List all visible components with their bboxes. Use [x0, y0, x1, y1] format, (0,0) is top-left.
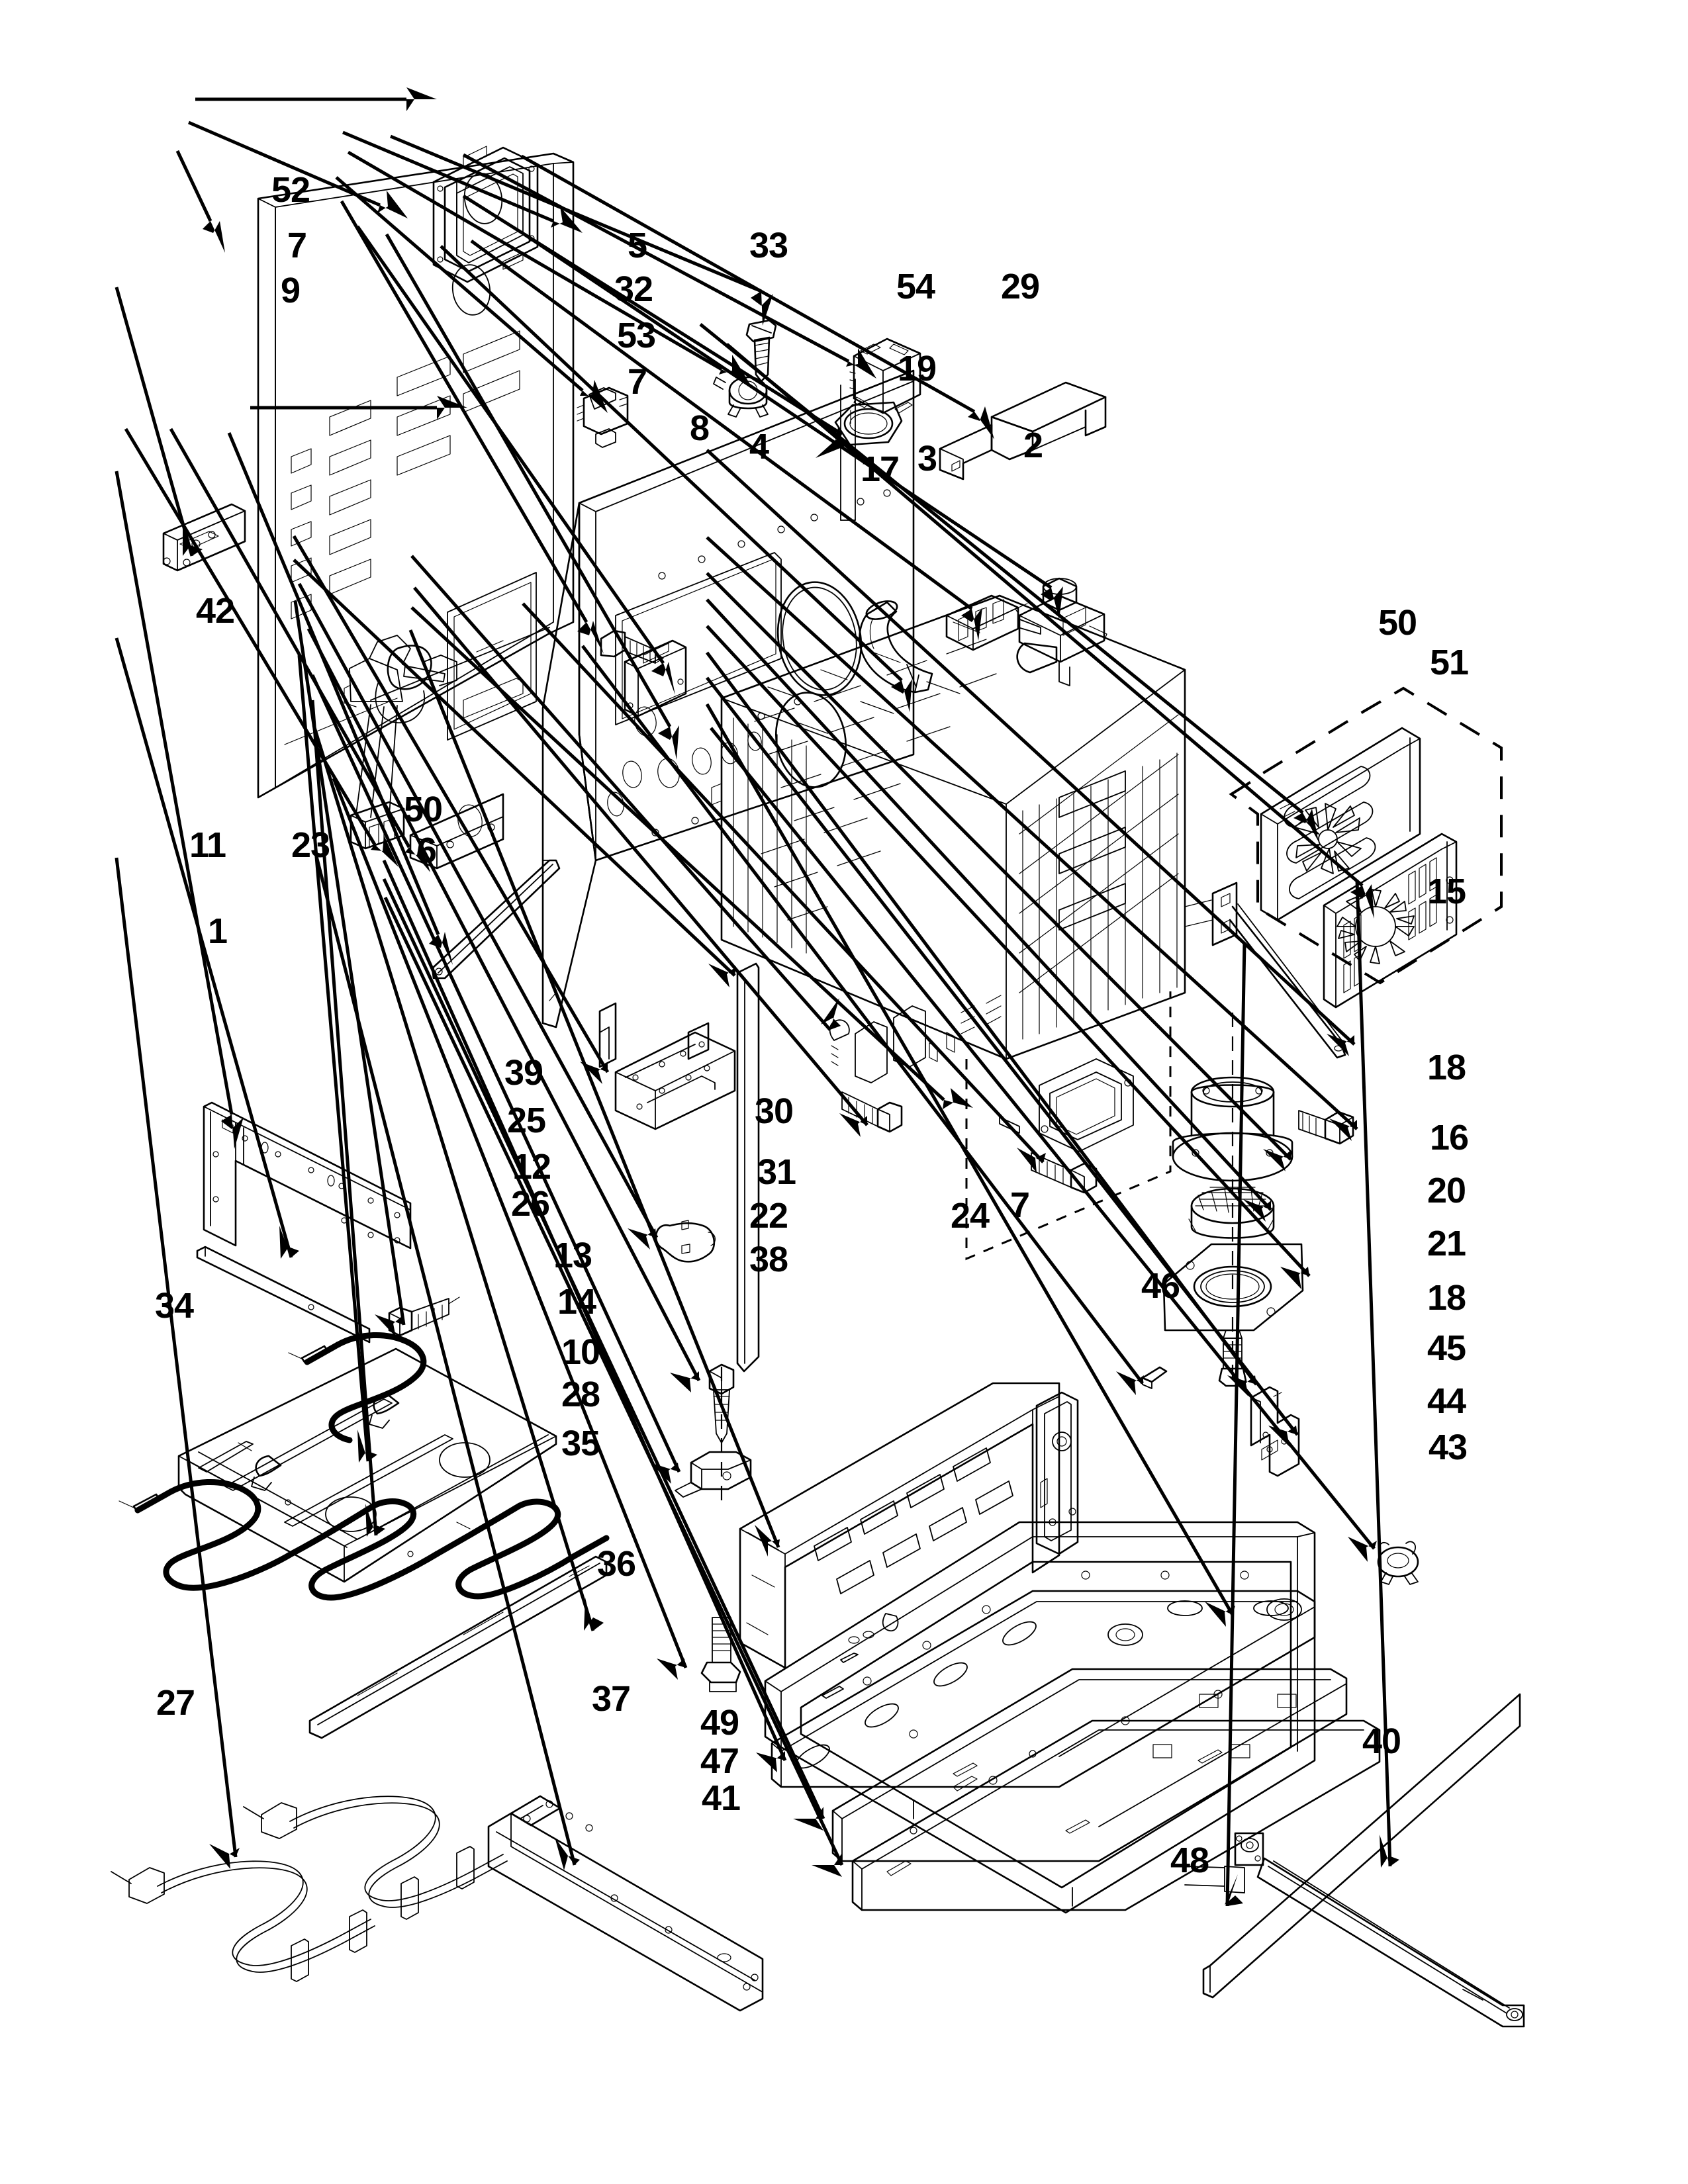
- callout-33: 33: [749, 226, 788, 265]
- part-bake-element: [118, 1332, 610, 1601]
- callout-50b: 50: [404, 790, 443, 829]
- callout-9: 9: [281, 271, 301, 310]
- callout-22: 22: [749, 1196, 788, 1236]
- callout-45: 45: [1427, 1328, 1466, 1368]
- callout-7a: 7: [287, 226, 307, 265]
- callout-26: 26: [511, 1184, 550, 1224]
- callout-16: 16: [1430, 1118, 1469, 1158]
- callout-14: 14: [557, 1282, 596, 1322]
- callout-35: 35: [561, 1424, 600, 1463]
- part-igniter-housing: [1172, 1013, 1293, 1297]
- part-transformer: [849, 338, 921, 414]
- callout-31: 31: [757, 1152, 796, 1192]
- part-bracket-46: [1141, 1366, 1168, 1389]
- callout-23: 23: [291, 825, 330, 865]
- part-bracket-channel: [939, 381, 1107, 480]
- part-oven-cavity: [720, 594, 1186, 1060]
- callout-44: 44: [1427, 1381, 1466, 1421]
- callout-6: 6: [417, 831, 437, 870]
- part-screw-13: [708, 1363, 735, 1501]
- callout-10: 10: [561, 1332, 600, 1372]
- callout-28: 28: [561, 1375, 600, 1414]
- callout-20: 20: [1427, 1171, 1466, 1210]
- callout-3: 3: [917, 439, 937, 478]
- callout-52: 52: [271, 170, 310, 210]
- leader-lines: [115, 87, 1399, 1907]
- part-vent-tube: [859, 600, 933, 694]
- part-drawer-front-rail: [771, 1590, 1316, 1788]
- part-grommet: [655, 1220, 716, 1263]
- callout-54: 54: [896, 267, 935, 306]
- callout-50a: 50: [1378, 603, 1417, 643]
- callout-19: 19: [898, 349, 937, 388]
- part-thermostat: [1377, 1541, 1419, 1585]
- callout-12: 12: [512, 1147, 551, 1187]
- callout-37: 37: [592, 1679, 631, 1719]
- callout-17: 17: [861, 449, 900, 489]
- part-drawer-support: [831, 1668, 1348, 1862]
- part-mounting-rail: [598, 1002, 736, 1130]
- callout-40: 40: [1362, 1721, 1401, 1761]
- part-slide-rail: [308, 1555, 608, 1739]
- part-terminal-block: [945, 594, 1041, 651]
- part-drawer-glide: [1184, 1832, 1525, 2028]
- callout-34: 34: [155, 1286, 194, 1326]
- callout-13: 13: [553, 1236, 592, 1275]
- callout-21: 21: [1427, 1224, 1466, 1263]
- part-burner-plate: [1162, 1243, 1304, 1332]
- callout-46: 46: [1141, 1266, 1180, 1306]
- callout-8: 8: [690, 408, 710, 448]
- callout-4: 4: [749, 427, 769, 467]
- part-element-bracket: [675, 1451, 752, 1498]
- callout-42: 42: [196, 591, 235, 631]
- part-front-frame: [739, 1382, 1079, 1669]
- callout-18b: 18: [1427, 1278, 1466, 1318]
- part-convection-cover: [1323, 833, 1458, 1009]
- part-convection-assembly: [1229, 686, 1503, 985]
- part-broil-element: [111, 1796, 508, 1982]
- callout-29: 29: [1001, 267, 1040, 306]
- callout-36: 36: [597, 1544, 636, 1584]
- callout-1: 1: [208, 911, 228, 951]
- callout-27: 27: [156, 1683, 195, 1723]
- callout-38: 38: [749, 1240, 788, 1279]
- callout-18a: 18: [1427, 1048, 1466, 1087]
- callout-53: 53: [617, 316, 656, 355]
- callout-15: 15: [1427, 872, 1466, 911]
- part-cross-brace: [487, 1795, 764, 2012]
- part-side-rail-48: [1202, 1693, 1521, 1999]
- callout-51: 51: [1430, 643, 1469, 682]
- callout-32: 32: [614, 269, 653, 309]
- callout-39: 39: [504, 1053, 543, 1093]
- callout-49: 49: [700, 1703, 739, 1743]
- callout-47: 47: [700, 1741, 739, 1781]
- callout-41: 41: [702, 1778, 741, 1818]
- part-rear-shield: [203, 1101, 412, 1250]
- callout-25: 25: [507, 1101, 546, 1140]
- callout-7c: 7: [1010, 1185, 1030, 1225]
- callout-43: 43: [1429, 1428, 1468, 1467]
- callout-30: 30: [755, 1091, 794, 1131]
- callout-7b: 7: [628, 362, 647, 402]
- part-light-assembly: [965, 991, 1172, 1261]
- part-back-panel: [257, 152, 575, 799]
- callout-5: 5: [628, 226, 647, 265]
- callout-2: 2: [1023, 426, 1043, 465]
- callout-11: 11: [189, 825, 226, 865]
- part-bottom-trim-strip: [196, 1246, 371, 1343]
- part-insulation-clip: [736, 962, 760, 1373]
- part-drawer-pan: [851, 1719, 1381, 1911]
- callout-48: 48: [1170, 1841, 1209, 1880]
- callout-24: 24: [951, 1196, 990, 1236]
